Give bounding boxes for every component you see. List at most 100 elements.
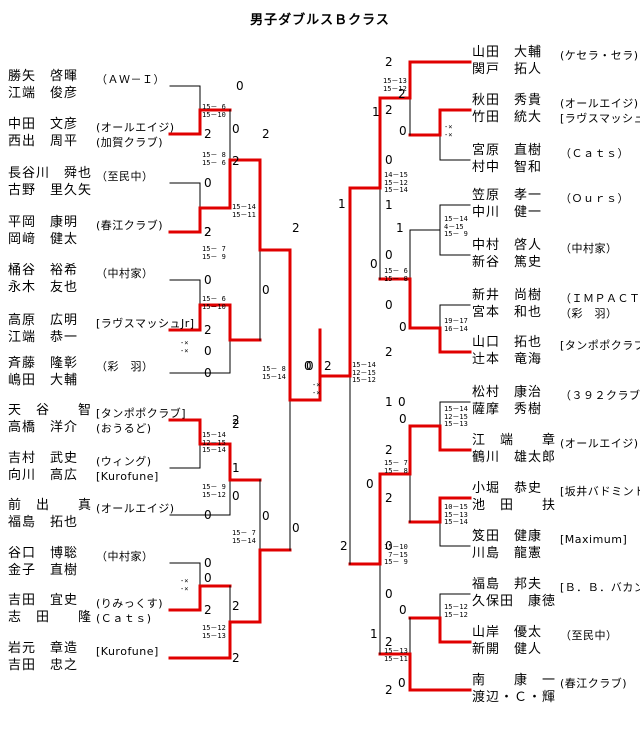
team-left-player1: 前 出 真 bbox=[8, 498, 93, 513]
right-match-score: -× -× bbox=[444, 123, 453, 139]
team-right-player1: 宮原 直樹 bbox=[472, 143, 543, 158]
right-match-score: 19－17 16－14 bbox=[444, 317, 468, 333]
team-left-player2: 志 田 隆 bbox=[8, 610, 93, 625]
left-round1-score: 2 bbox=[204, 225, 212, 239]
right-round1-score: 2 bbox=[385, 443, 393, 457]
left-match-score: 15－12 15－13 bbox=[202, 624, 226, 640]
team-right-player1: 山口 拓也 bbox=[472, 335, 543, 350]
final-score-left: -× -× bbox=[312, 381, 321, 397]
right-match-score: 10－15 15－13 15－14 bbox=[444, 503, 468, 526]
left-round1-score: 2 bbox=[204, 603, 212, 617]
team-left-club: (オールエイジ) bbox=[96, 121, 175, 134]
right-match-result: 1 bbox=[338, 197, 346, 211]
left-round1-score: 2 bbox=[204, 127, 212, 141]
team-right-player1: 笠原 孝一 bbox=[472, 188, 543, 203]
right-match-score: 15－12 15－12 bbox=[444, 603, 468, 619]
left-match-result: 0 bbox=[292, 521, 300, 535]
team-left-club: [ラヴスマッシュJr] bbox=[96, 317, 195, 330]
team-right-player2: 鶴川 雄太郎 bbox=[472, 450, 557, 465]
team-left-club: （彩 羽） bbox=[96, 360, 154, 373]
team-right-player1: 山岸 優太 bbox=[472, 625, 543, 640]
left-match-result: 2 bbox=[232, 599, 240, 613]
team-right-player2: 新谷 篤史 bbox=[472, 255, 543, 270]
team-left-club2: [Kurofune] bbox=[96, 470, 159, 483]
team-right-club: [坂井バドミントンクラブ] bbox=[560, 485, 640, 498]
left-round1-score: 1 bbox=[232, 461, 240, 475]
left-round1-score: 2 bbox=[232, 651, 240, 665]
team-left-player2: 永木 友也 bbox=[8, 280, 79, 295]
left-match-score: 15－ 6 15－10 bbox=[202, 295, 226, 311]
team-right-player2: 関戸 拓人 bbox=[472, 62, 543, 77]
left-match-result: 0 bbox=[304, 359, 312, 373]
right-round1-score: 0 bbox=[385, 587, 393, 601]
team-right-club: （中村家） bbox=[560, 242, 618, 255]
team-left-player2: 嶋田 大輔 bbox=[8, 373, 79, 388]
right-round1-score: 2 bbox=[385, 635, 393, 649]
left-match-score: 15－14 15－11 bbox=[232, 203, 256, 219]
right-match-score: 15－ 7 15－ 8 bbox=[384, 459, 408, 475]
right-round1-score: 0 bbox=[385, 153, 393, 167]
team-right-player2: 渡辺・Ｃ・輝 bbox=[472, 690, 557, 705]
right-round1-score: 2 bbox=[385, 55, 393, 69]
right-match-result: 0 bbox=[398, 676, 406, 690]
team-right-club: [Ｂ．Ｂ．バカンス] bbox=[560, 581, 640, 594]
final-right-score: 2 bbox=[324, 359, 332, 373]
team-right-club: [タンポポクラブ] bbox=[560, 339, 640, 352]
right-round1-score: 2 bbox=[385, 103, 393, 117]
left-match-result: 2 bbox=[292, 221, 300, 235]
left-match-score: 15－ 8 15－ 6 bbox=[202, 151, 226, 167]
team-right-player2: 中川 健一 bbox=[472, 205, 543, 220]
team-left-club: （至民中） bbox=[96, 170, 154, 183]
team-left-club: (ウィング) bbox=[96, 455, 152, 468]
right-match-result: 0 bbox=[366, 477, 374, 491]
left-match-result: 2 bbox=[232, 154, 240, 168]
team-left-player1: 平岡 康明 bbox=[8, 215, 79, 230]
left-round1-score: 0 bbox=[204, 366, 212, 380]
team-right-player2: 川島 龍憲 bbox=[472, 546, 543, 561]
team-right-player2: 久保田 康徳 bbox=[472, 594, 557, 609]
team-right-player2: 新開 健人 bbox=[472, 642, 543, 657]
team-right-player1: 小堀 恭史 bbox=[472, 481, 543, 496]
team-left-club: [Kurofune] bbox=[96, 645, 159, 658]
team-left-club: (春江クラブ) bbox=[96, 219, 164, 232]
right-match-result: 1 bbox=[372, 105, 380, 119]
right-round1-score: 1 bbox=[385, 198, 393, 212]
left-match-score: -× -× bbox=[180, 339, 189, 355]
left-match-result: 2 bbox=[232, 417, 240, 431]
left-match-result: 0 bbox=[204, 571, 212, 585]
team-left-club: （中村家） bbox=[96, 550, 154, 563]
team-left-club: (りみっくす) bbox=[96, 597, 164, 610]
right-round1-score: 2 bbox=[385, 491, 393, 505]
left-round1-score: 0 bbox=[236, 79, 244, 93]
team-right-club: (オールエイジ) bbox=[560, 437, 639, 450]
right-match-result: 1 bbox=[396, 221, 404, 235]
team-left-player1: 中田 文彦 bbox=[8, 117, 79, 132]
left-match-score: 15－ 9 15－12 bbox=[202, 483, 226, 499]
left-round1-score: 2 bbox=[204, 323, 212, 337]
team-left-player1: 岩元 章造 bbox=[8, 641, 79, 656]
team-right-player2: 竹田 統大 bbox=[472, 110, 543, 125]
left-match-result: 2 bbox=[204, 225, 212, 239]
team-left-player1: 吉村 武史 bbox=[8, 451, 79, 466]
right-round1-score: 0 bbox=[385, 539, 393, 553]
right-match-score: 15－13 15－11 bbox=[384, 647, 408, 663]
right-match-result: 0 bbox=[370, 257, 378, 271]
left-match-score: 15－14 12－15 15－14 bbox=[202, 431, 226, 454]
left-match-score: 15－ 6 15－10 bbox=[202, 103, 226, 119]
team-left-player1: 斉藤 隆彰 bbox=[8, 356, 79, 371]
team-left-player2: 吉田 忠之 bbox=[8, 658, 79, 673]
team-right-player2: 宮本 和也 bbox=[472, 305, 543, 320]
team-right-club: （Ｃａｔｓ） bbox=[560, 147, 629, 160]
team-right-player2: 池 田 扶 bbox=[472, 498, 557, 513]
team-right-player1: 福島 邦夫 bbox=[472, 577, 543, 592]
team-right-player2: 村中 智和 bbox=[472, 160, 543, 175]
team-left-club2: (おうるど) bbox=[96, 422, 152, 435]
team-right-club: （ＩＭＰＡＣＴ） bbox=[560, 292, 640, 305]
final-left-score: 0 bbox=[306, 359, 314, 373]
team-left-player2: 福島 拓也 bbox=[8, 515, 79, 530]
team-left-club: [タンポポクラブ] bbox=[96, 407, 187, 420]
right-match-score: 15－10 7－15 15－ 9 bbox=[384, 543, 408, 566]
team-right-club2: [ラヴスマッシュJr] bbox=[560, 112, 640, 125]
right-round1-score: 2 bbox=[385, 345, 393, 359]
